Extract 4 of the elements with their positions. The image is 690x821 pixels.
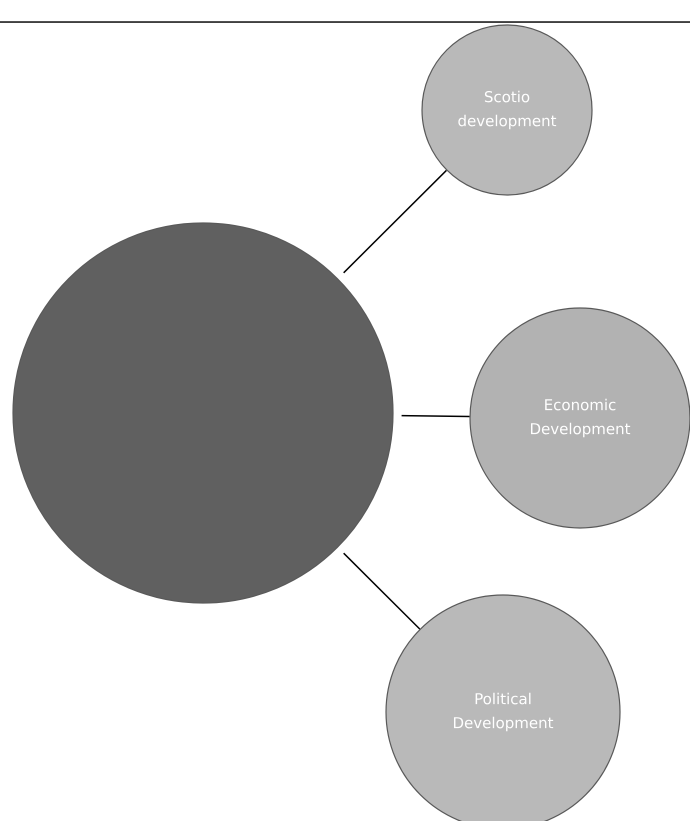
connector-line	[402, 414, 470, 418]
connector-line	[343, 552, 420, 630]
central-circle	[12, 222, 394, 604]
connector-line	[343, 170, 447, 274]
